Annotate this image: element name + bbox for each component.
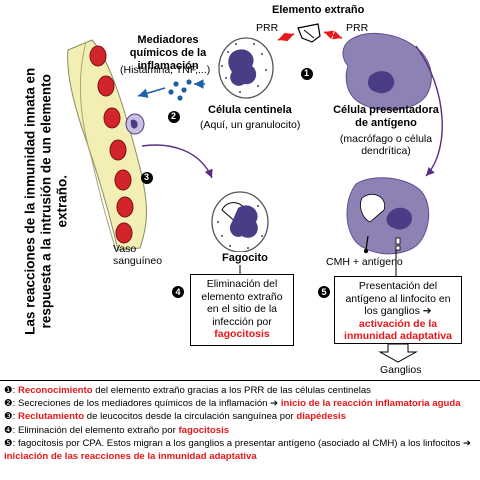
- mhc-antigen-label: CMH + antígeno: [326, 256, 403, 268]
- lymph-nodes-label: Ganglios: [380, 364, 422, 376]
- sentinel-cell-title: Célula centinela: [208, 104, 292, 116]
- antigen-presenting-cell: [342, 33, 432, 111]
- legend-item-5: ❺: fagocitosis por CPA. Estos migran a l…: [4, 437, 476, 450]
- phagocyte-label: Fagocito: [222, 252, 268, 265]
- vertical-title: Las reacciones de la inmunidad innata en…: [22, 67, 71, 335]
- blood-vessel-label: Vaso sanguíneo: [113, 243, 163, 268]
- prr-right-label: PRR: [346, 22, 369, 34]
- legend-highlight: Reclutamiento: [17, 411, 85, 423]
- sentinel-cell: [218, 37, 274, 99]
- foreign-element: [297, 23, 321, 43]
- legend-num: ❸: [4, 411, 13, 423]
- box-elimination: Eliminación del elemento extraño en el s…: [190, 274, 294, 346]
- legend: ❶: Reconocimiento del elemento extraño g…: [0, 380, 480, 480]
- red-blood-cell: [116, 196, 134, 218]
- legend-item-4: ❹: Eliminación del elemento extraño por …: [4, 424, 476, 437]
- legend-highlight: inicio de la reacción inflamatoria aguda: [280, 398, 461, 410]
- box5-number: 5: [318, 286, 330, 298]
- box4-text: Eliminación del elemento extraño en el s…: [201, 278, 283, 328]
- step-2-marker: 2: [171, 111, 177, 121]
- red-blood-cell: [109, 139, 127, 161]
- chem-mediators-title: Mediadores químicos de la inflamación: [129, 34, 207, 72]
- legend-text: :: [12, 385, 18, 396]
- red-blood-cell: [115, 222, 133, 244]
- red-blood-cell: [89, 45, 107, 67]
- legend-text: de leucocitos desde la circulación sangu…: [84, 411, 297, 423]
- legend-num: ❶: [4, 385, 13, 396]
- legend-text: del elemento extraño gracias a los PRR d…: [92, 385, 371, 396]
- legend-text: :: [12, 411, 18, 423]
- step-1-marker: 1: [304, 68, 310, 78]
- legend-item-5-cont: iniciación de las reacciones de la inmun…: [4, 450, 476, 463]
- legend-text: : fagocitosis por CPA. Estos migran a lo…: [12, 437, 472, 449]
- apc-sub: (macrófago o célula dendrítica): [339, 133, 433, 158]
- phagocyte-cell: [211, 191, 269, 253]
- step-3-marker: 3: [144, 172, 150, 182]
- chemical-mediators: [168, 79, 192, 101]
- box4-highlight: fagocitosis: [214, 328, 270, 341]
- red-blood-cell: [103, 107, 121, 129]
- legend-num: ❷: [4, 398, 13, 410]
- legend-highlight: fagocitosis: [178, 424, 230, 436]
- legend-highlight: iniciación de las reacciones de la inmun…: [4, 451, 257, 463]
- legend-item-2: ❷: Secreciones de los mediadores químico…: [4, 397, 476, 410]
- sentinel-cell-sub: (Aquí, un granulocito): [200, 119, 301, 131]
- legend-num: ❹: [4, 424, 13, 436]
- legend-highlight: diapédesis: [296, 411, 346, 423]
- foreign-element-label: Elemento extraño: [272, 4, 365, 16]
- legend-highlight: Reconocimiento: [17, 385, 93, 396]
- box4-number: 4: [172, 286, 184, 298]
- apc-presenting-cell: [346, 177, 430, 255]
- legend-text: : Secreciones de los mediadores químicos…: [12, 398, 281, 410]
- legend-num: ❺: [4, 437, 13, 449]
- prr-left-label: PRR: [256, 22, 279, 34]
- legend-item-1: ❶: Reconocimiento del elemento extraño g…: [4, 384, 476, 397]
- legend-text: : Eliminación del elemento extraño por: [12, 424, 179, 436]
- red-blood-cell: [114, 169, 132, 191]
- box-antigen-presentation: Presentación del antígeno al linfocito e…: [334, 276, 462, 344]
- box5-highlight: activación de la inmunidad adaptativa: [344, 317, 452, 343]
- legend-item-3: ❸: Reclutamiento de leucocitos desde la …: [4, 410, 476, 423]
- blood-vessel: [67, 39, 147, 251]
- chem-mediators-examples: (Histamina, TNF,...): [120, 64, 211, 76]
- apc-title: Célula presentadora de antígeno: [333, 104, 439, 129]
- step-markers: [141, 68, 313, 184]
- red-blood-cell: [97, 75, 115, 97]
- box5-text: Presentación del antígeno al linfocito e…: [345, 280, 451, 318]
